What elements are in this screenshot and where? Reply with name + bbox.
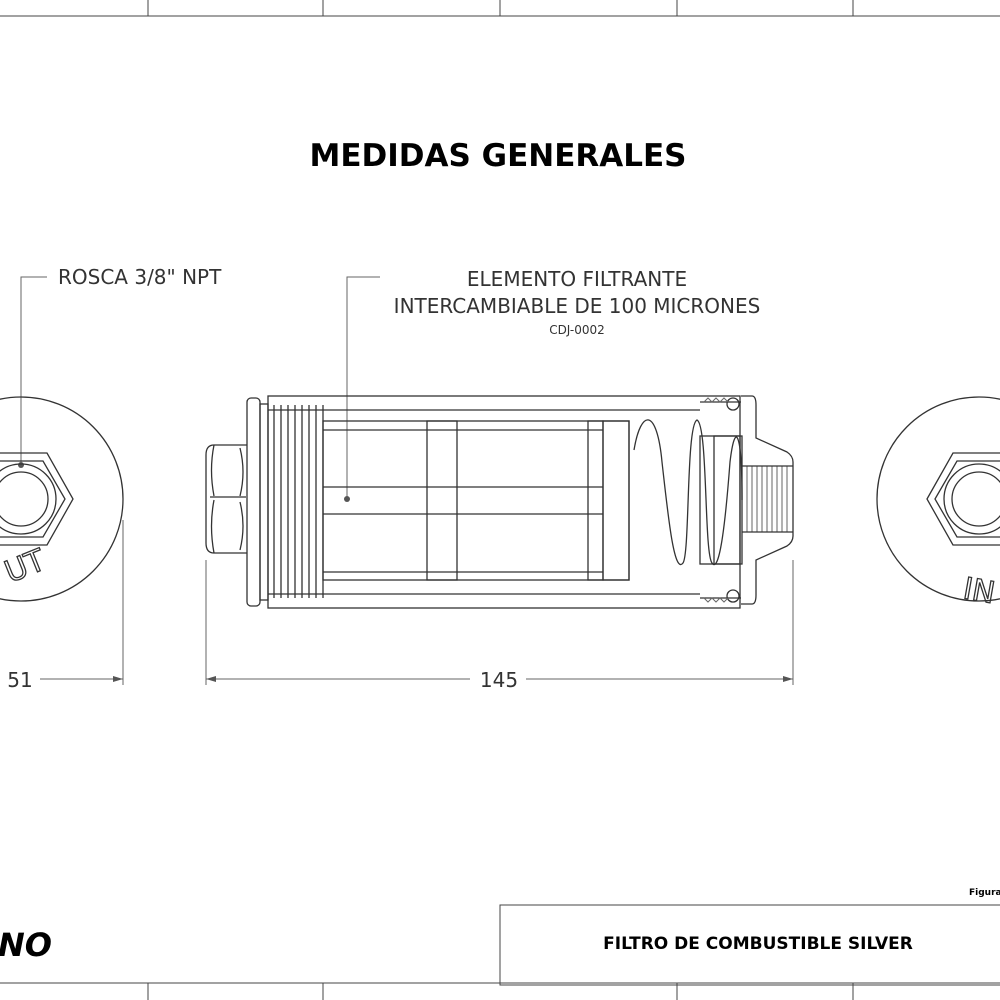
outlet-end-view: UT <box>0 396 124 602</box>
filter-section-view <box>205 395 794 609</box>
dimension-length-value: 145 <box>480 668 518 692</box>
inlet-end-view: IN <box>876 396 1000 612</box>
element-label-line1: ELEMENTO FILTRANTE <box>467 267 687 291</box>
outlet-embossed-text: UT <box>0 543 51 591</box>
dimension-diameter-value: 51 <box>7 668 32 692</box>
inlet-embossed-text: IN <box>961 571 998 611</box>
brand-logo: NO <box>0 926 52 964</box>
thread-label: ROSCA 3/8" NPT <box>58 265 222 289</box>
page-title: MEDIDAS GENERALES <box>310 138 687 174</box>
element-code: CDJ-0002 <box>549 323 605 337</box>
outlet-thread <box>742 465 793 533</box>
thread-ridges <box>273 405 324 598</box>
dimension-diameter: 51 <box>7 520 124 692</box>
figure-label: Figura <box>969 888 1000 898</box>
thread-callout: ROSCA 3/8" NPT <box>18 265 222 468</box>
product-name: FILTRO DE COMBUSTIBLE SILVER <box>603 934 913 954</box>
title-block: Figura FILTRO DE COMBUSTIBLE SILVER NO <box>0 888 1000 986</box>
spring <box>633 419 743 566</box>
element-label-line2: INTERCAMBIABLE DE 100 MICRONES <box>394 294 761 318</box>
dimension-length: 145 <box>205 560 794 692</box>
element-callout: ELEMENTO FILTRANTE INTERCAMBIABLE DE 100… <box>344 267 760 502</box>
